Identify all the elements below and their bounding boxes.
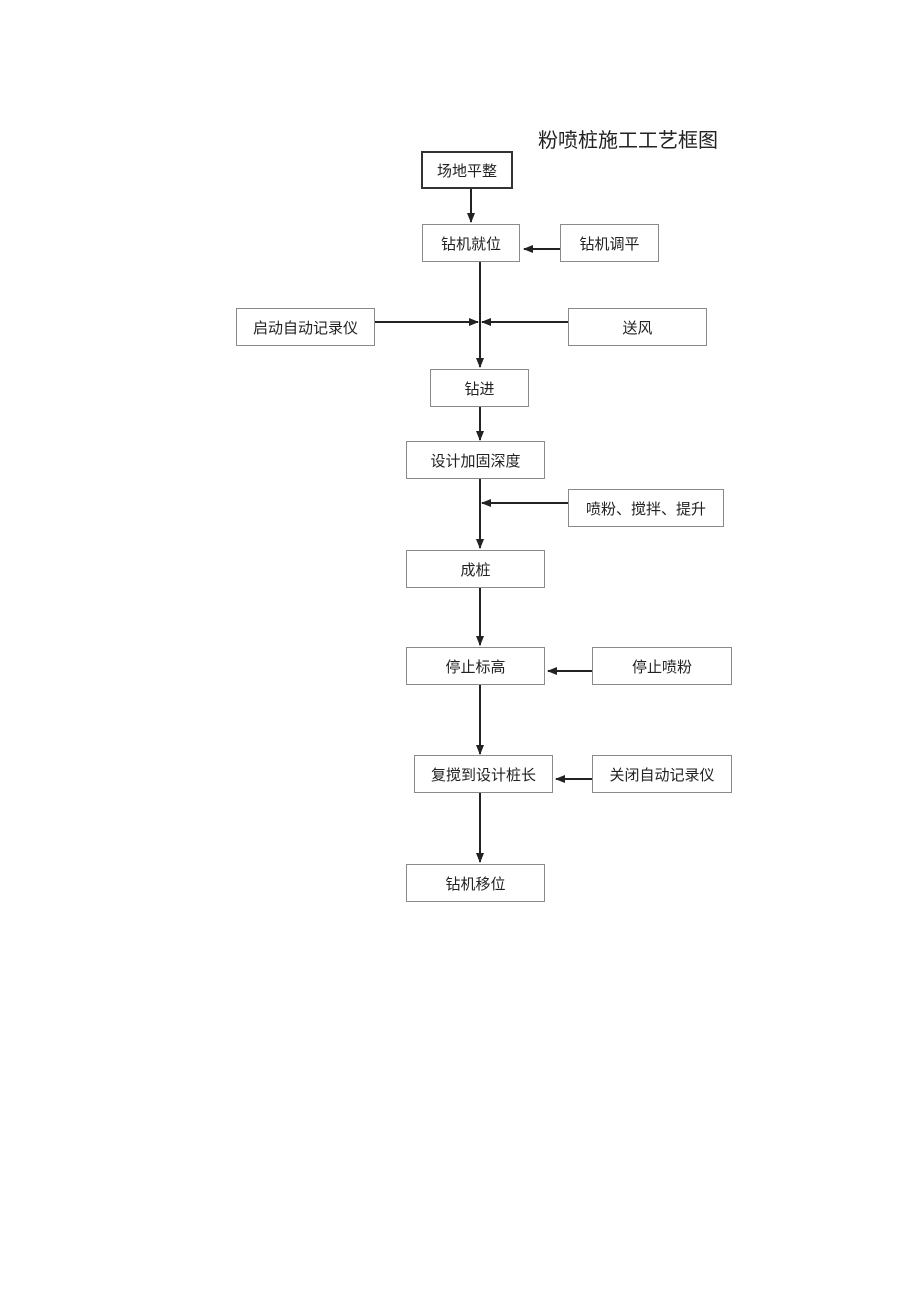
node-design-depth: 设计加固深度 <box>406 441 545 479</box>
node-site-leveling: 场地平整 <box>421 151 513 189</box>
node-stop-elevation: 停止标高 <box>406 647 545 685</box>
node-pile-formed: 成桩 <box>406 550 545 588</box>
node-rig-leveling: 钻机调平 <box>560 224 659 262</box>
node-rig-relocation: 钻机移位 <box>406 864 545 902</box>
node-spray-mix-lift: 喷粉、搅拌、提升 <box>568 489 724 527</box>
node-air-supply: 送风 <box>568 308 707 346</box>
node-remix-design-length: 复搅到设计桩长 <box>414 755 553 793</box>
node-stop-spraying: 停止喷粉 <box>592 647 732 685</box>
diagram-title: 粉喷桩施工工艺框图 <box>538 128 718 152</box>
node-rig-positioning: 钻机就位 <box>422 224 520 262</box>
node-close-recorder: 关闭自动记录仪 <box>592 755 732 793</box>
node-start-recorder: 启动自动记录仪 <box>236 308 375 346</box>
node-drilling: 钻进 <box>430 369 529 407</box>
